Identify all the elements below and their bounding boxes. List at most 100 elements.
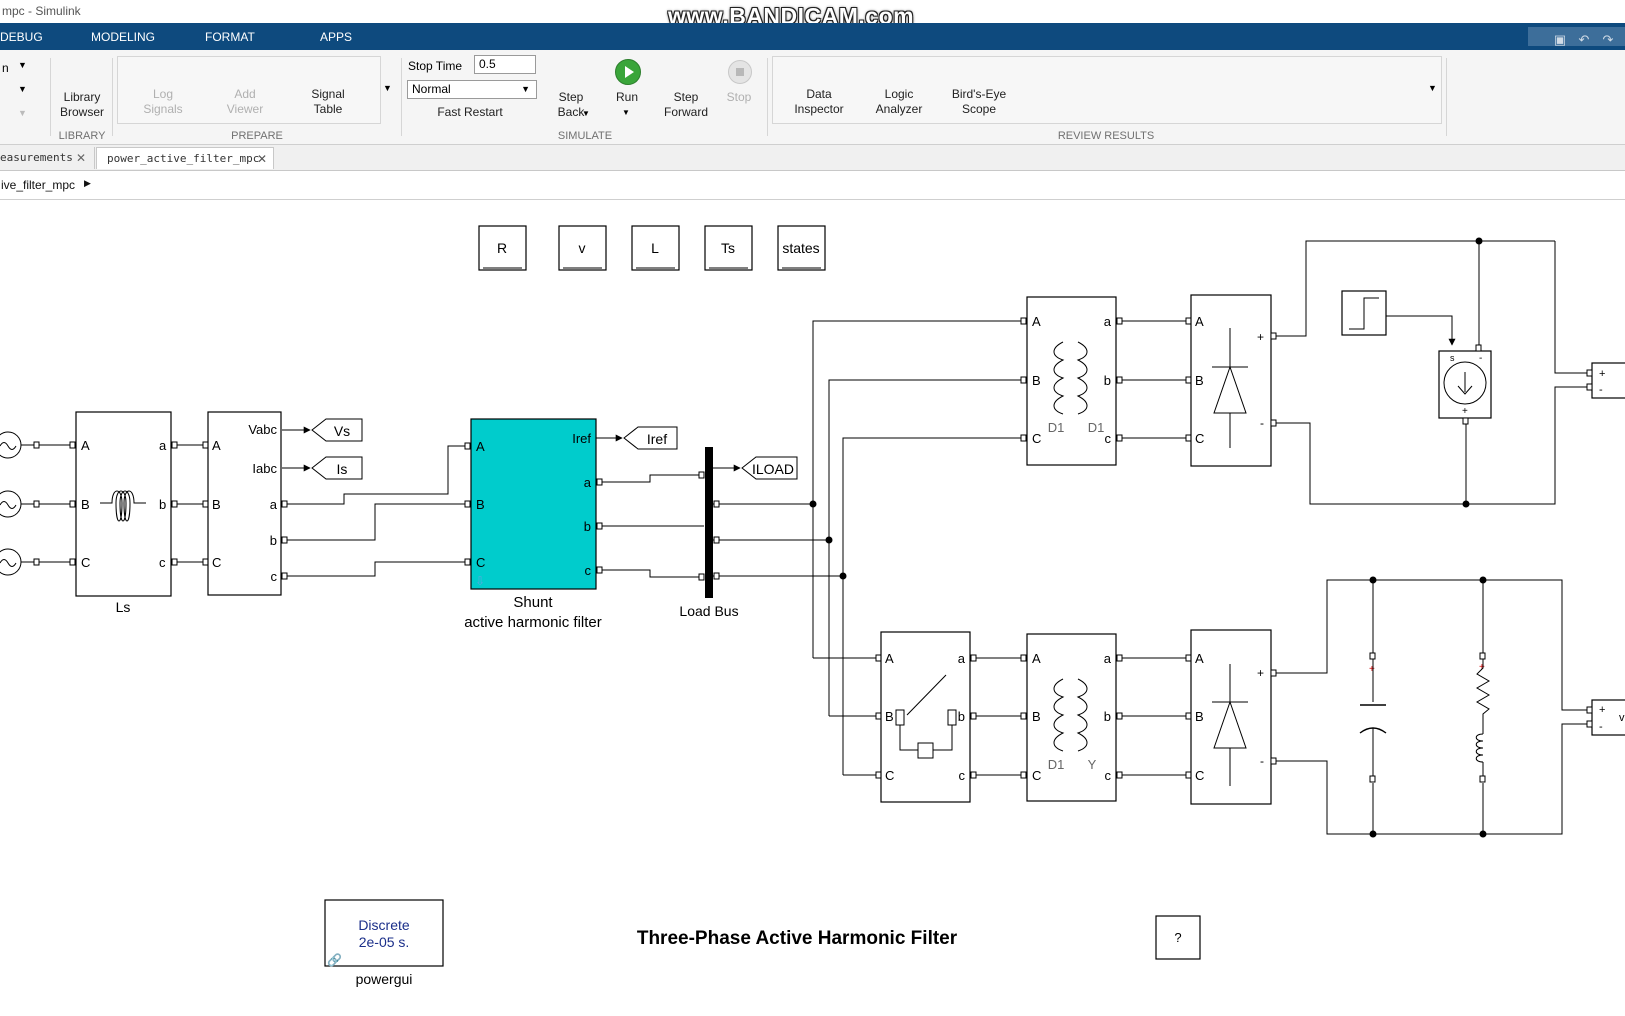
fast-restart-button[interactable]: Fast Restart bbox=[437, 105, 503, 119]
save-icon[interactable]: ▣ bbox=[1553, 32, 1567, 47]
dc-capacitor[interactable]: + bbox=[1359, 652, 1387, 783]
svg-text:a: a bbox=[159, 438, 167, 453]
port-label: Vabc bbox=[248, 422, 277, 437]
measurement-signal-lines bbox=[282, 426, 311, 472]
chevron-down-icon[interactable]: ▼ bbox=[622, 108, 630, 117]
tab-measurements[interactable]: easurements ✕ bbox=[0, 147, 95, 169]
controlled-current-source[interactable]: s-+ bbox=[1438, 344, 1492, 425]
ls-inductance-block[interactable]: A B C a b c bbox=[75, 411, 209, 597]
gallery-expand-icon[interactable]: ▼ bbox=[1428, 83, 1437, 93]
goto-iload[interactable]: ILOAD bbox=[741, 456, 798, 480]
model-title: Three-Phase Active Harmonic Filter bbox=[637, 928, 958, 949]
wires-bus-to-loads bbox=[713, 320, 1026, 776]
stop-button[interactable]: Stop bbox=[726, 90, 752, 104]
menu-tab-format[interactable]: FORMAT bbox=[205, 30, 255, 44]
winding-label: Y bbox=[1088, 757, 1097, 772]
constant-block-states[interactable]: states bbox=[777, 225, 826, 271]
stop-icon[interactable] bbox=[728, 60, 752, 84]
logic-analyzer-button[interactable]: Logic Analyzer bbox=[875, 87, 923, 116]
voltage-source-b[interactable] bbox=[0, 490, 33, 518]
filter-label-line2: active harmonic filter bbox=[464, 614, 602, 631]
svg-text:-: - bbox=[1599, 721, 1603, 733]
three-phase-breaker[interactable]: ABC abc bbox=[880, 631, 971, 803]
svg-text:+: + bbox=[1257, 666, 1264, 680]
tab-label: easurements bbox=[0, 151, 73, 164]
svg-text:+: + bbox=[1599, 368, 1605, 380]
constant-block-v[interactable]: v bbox=[558, 225, 607, 271]
chevron-down-icon[interactable]: ▼ bbox=[582, 109, 590, 118]
undo-icon[interactable]: ↶ bbox=[1578, 32, 1590, 47]
shunt-active-filter-block[interactable]: A B C Iref a b c ⇩ bbox=[470, 418, 597, 590]
breadcrumb: ive_filter_mpc ▶ bbox=[0, 171, 1625, 200]
powergui-mode: Discrete bbox=[358, 917, 410, 933]
tab-power-active-filter-mpc[interactable]: power_active_filter_mpc ✕ bbox=[96, 147, 274, 169]
constant-block-ts[interactable]: Ts bbox=[704, 225, 753, 271]
run-button[interactable]: Run bbox=[615, 90, 638, 104]
svg-text:B: B bbox=[476, 497, 485, 512]
transformer-top[interactable]: ABC abc D1 D1 bbox=[1026, 296, 1117, 466]
svg-text:A: A bbox=[1032, 651, 1041, 666]
chevron-down-icon[interactable]: ▼ bbox=[18, 60, 27, 70]
close-icon[interactable]: ✕ bbox=[75, 151, 86, 165]
menu-tab-debug[interactable]: DEBUG bbox=[0, 30, 43, 44]
model-tab-bar: easurements ✕ power_active_filter_mpc ✕ bbox=[0, 145, 1625, 171]
svg-text:B: B bbox=[885, 709, 894, 724]
port-connectors bbox=[33, 441, 76, 566]
svg-text:b: b bbox=[159, 497, 166, 512]
powergui-block[interactable]: Discrete 2e-05 s. 🔗 bbox=[324, 899, 444, 967]
goto-tag: Iref bbox=[647, 431, 667, 447]
svg-text:C: C bbox=[1195, 768, 1204, 783]
group-separator bbox=[767, 58, 768, 136]
ls-label: Ls bbox=[116, 599, 131, 615]
svg-text:-: - bbox=[1599, 384, 1603, 396]
model-canvas[interactable]: R v L Ts states bbox=[0, 200, 1625, 1016]
rectifier-top[interactable]: ABC +- bbox=[1190, 294, 1277, 467]
voltage-source-a[interactable] bbox=[0, 431, 33, 459]
step-back-button[interactable]: Step Back bbox=[557, 90, 585, 119]
load-bus-bar[interactable] bbox=[705, 447, 713, 598]
chevron-down-icon[interactable]: ▼ bbox=[18, 84, 27, 94]
birds-eye-scope-button[interactable]: Bird's-Eye Scope bbox=[951, 87, 1007, 116]
goto-vs[interactable]: Vs bbox=[311, 418, 363, 442]
goto-iref[interactable]: Iref bbox=[623, 426, 678, 450]
breadcrumb-arrow-icon[interactable]: ▶ bbox=[84, 178, 91, 188]
svg-text:A: A bbox=[81, 438, 90, 453]
svg-text:B: B bbox=[1032, 373, 1041, 388]
stop-time-input[interactable]: 0.5 bbox=[474, 55, 536, 74]
menu-tab-modeling[interactable]: MODELING bbox=[91, 30, 156, 44]
menu-tab-apps[interactable]: APPS bbox=[320, 30, 353, 44]
transformer-bottom[interactable]: ABC abc D1 Y bbox=[1026, 633, 1117, 802]
constant-block-r[interactable]: R bbox=[478, 225, 527, 271]
close-icon[interactable]: ✕ bbox=[256, 152, 267, 166]
svg-text:C: C bbox=[1032, 768, 1041, 783]
goto-is[interactable]: Is bbox=[311, 456, 363, 480]
redo-icon[interactable]: ↷ bbox=[1602, 32, 1614, 47]
rl-load[interactable]: + bbox=[1475, 652, 1490, 783]
link-icon: 🔗 bbox=[327, 952, 342, 967]
powergui-sample-time: 2e-05 s. bbox=[359, 934, 410, 950]
help-block[interactable]: ? bbox=[1155, 915, 1201, 960]
svg-text:a: a bbox=[1104, 314, 1112, 329]
vi-measurement-block[interactable]: A B C Vabc Iabc a b c bbox=[207, 411, 288, 596]
add-viewer-button[interactable]: Add Viewer bbox=[226, 87, 264, 116]
voltage-measurement-bottom[interactable]: +- v bbox=[1586, 699, 1625, 736]
run-icon[interactable] bbox=[615, 59, 641, 85]
svg-text:b: b bbox=[958, 709, 965, 724]
rectifier-bottom[interactable]: ABC +- bbox=[1190, 629, 1277, 805]
filter-label-line1: Shunt bbox=[513, 594, 553, 611]
voltage-source-c[interactable] bbox=[0, 548, 33, 576]
breadcrumb-model[interactable]: ive_filter_mpc bbox=[1, 178, 76, 192]
chevron-down-icon[interactable]: ▼ bbox=[18, 108, 27, 118]
gallery-expand-icon[interactable]: ▼ bbox=[383, 83, 392, 93]
constant-block-l[interactable]: L bbox=[631, 225, 680, 271]
voltage-measurement-top[interactable]: +- bbox=[1586, 362, 1625, 399]
step-forward-button[interactable]: Step Forward bbox=[663, 90, 708, 119]
svg-text:+: + bbox=[1369, 664, 1375, 675]
simulation-mode-select[interactable]: Normal ▼ bbox=[407, 80, 537, 99]
step-block[interactable] bbox=[1341, 290, 1387, 336]
log-signals-button[interactable]: Log Signals bbox=[143, 87, 183, 116]
partial-control-top[interactable]: n bbox=[2, 61, 9, 75]
signal-table-button[interactable]: Signal Table bbox=[311, 87, 345, 116]
data-inspector-button[interactable]: Data Inspector bbox=[794, 87, 844, 116]
library-browser-button[interactable]: Library Browser bbox=[59, 90, 104, 119]
